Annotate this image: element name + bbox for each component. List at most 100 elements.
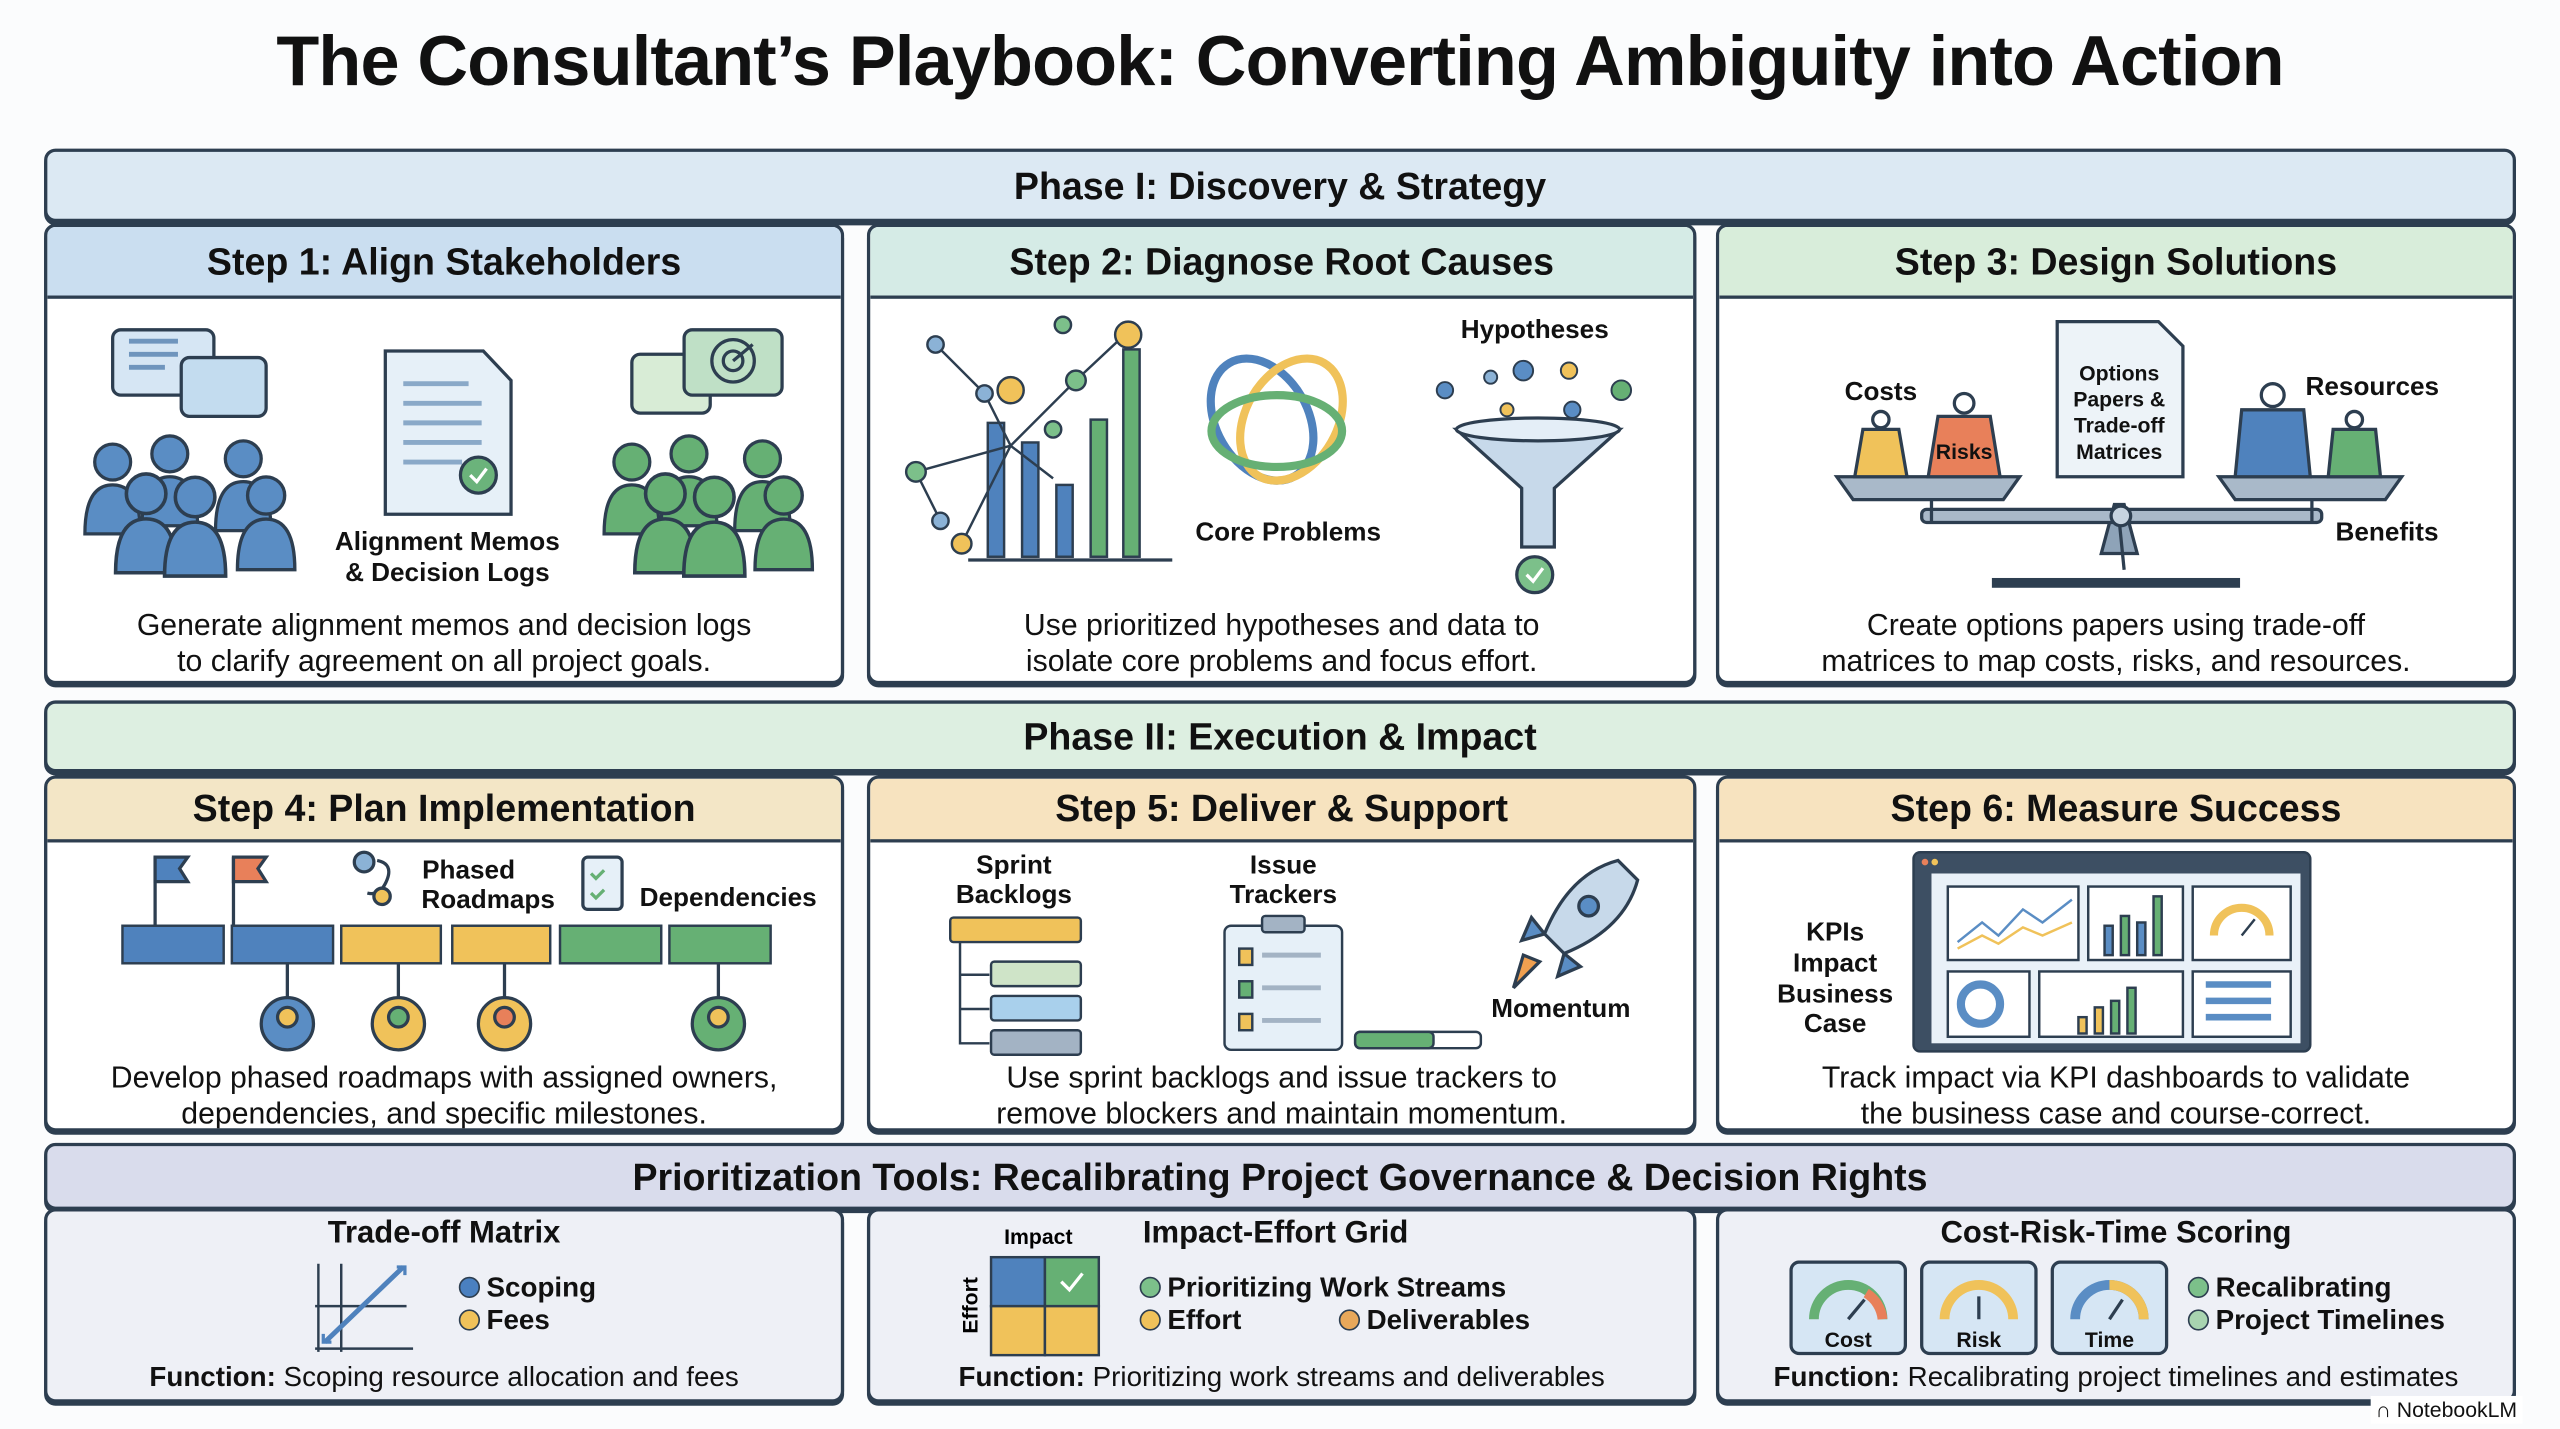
risk-gauge-icon: Risk xyxy=(1920,1260,2038,1356)
cycle-icon xyxy=(352,850,392,907)
legend-dot xyxy=(1139,1276,1161,1298)
case-label: Case xyxy=(1804,1008,1866,1038)
flag-icons xyxy=(153,855,270,926)
function-text: Recalibrating project timelines and esti… xyxy=(1907,1361,2459,1393)
benefits-label: Benefits xyxy=(2335,516,2438,546)
memo-label-line2: & Decision Logs xyxy=(345,557,550,587)
legend-project-timelines: Project Timelines xyxy=(2187,1305,2445,1338)
desc-line: Develop phased roadmaps with assigned ow… xyxy=(110,1059,778,1094)
function-label: Function: xyxy=(149,1361,276,1393)
tool-title: Cost-Risk-Time Scoring xyxy=(1940,1216,2292,1251)
green-team-icon xyxy=(602,434,815,578)
phased-label: Phased xyxy=(422,854,515,884)
trackers-label: Trackers xyxy=(1230,879,1337,909)
step-4-title: Step 4: Plan Implementation xyxy=(47,778,841,843)
gauge-label: Time xyxy=(2085,1329,2134,1352)
legend-label: Fees xyxy=(486,1304,550,1336)
desc-line: Track impact via KPI dashboards to valid… xyxy=(1821,1059,2411,1094)
risks-weight-icon xyxy=(1926,391,2002,479)
desc-line: matrices to map costs, risks, and resour… xyxy=(1821,643,2411,678)
memo-label-line1: Alignment Memos xyxy=(335,526,560,556)
legend-dot xyxy=(2187,1276,2210,1298)
risks-label: Risks xyxy=(1936,441,1993,464)
impact-axis-label: Impact xyxy=(1004,1224,1073,1250)
checklist-icon xyxy=(581,855,624,912)
tools-banner: Prioritization Tools: Recalibrating Proj… xyxy=(44,1142,2516,1210)
step-5-title: Step 5: Deliver & Support xyxy=(870,778,1694,843)
function-text: Prioritizing work streams and deliverabl… xyxy=(1092,1361,1605,1393)
dependencies-label: Dependencies xyxy=(640,882,817,912)
desc-line: remove blockers and maintain momentum. xyxy=(996,1095,1568,1130)
cost-risk-time-card: Cost-Risk-Time Scoring Cost Risk Time Re… xyxy=(1715,1208,2516,1403)
tradeoff-matrix-card: Trade-off Matrix Scoping Fees Function: … xyxy=(44,1208,845,1403)
legend-deliverables: Deliverables xyxy=(1338,1305,1530,1338)
desc-line: Create options papers using trade-off xyxy=(1866,607,2366,642)
legend-dot xyxy=(1139,1309,1161,1331)
gauge-label: Risk xyxy=(1956,1329,2001,1352)
desc-line: Generate alignment memos and decision lo… xyxy=(136,607,752,642)
core-problems-label: Core Problems xyxy=(1195,516,1381,546)
kpi-dashboard-icon xyxy=(1912,851,2312,1053)
legend-label: Effort xyxy=(1167,1304,1242,1336)
knot-icon xyxy=(1206,354,1347,485)
stakeholders-illustration: Alignment Memos & Decision Logs xyxy=(83,328,815,587)
progress-bar xyxy=(1353,1030,1483,1050)
funnel-icon xyxy=(1452,416,1624,549)
step-1-card: Step 1: Align Stakeholders Alignment Mem… xyxy=(44,223,845,685)
rocket-icon xyxy=(1511,858,1640,989)
step-2-title: Step 2: Diagnose Root Causes xyxy=(870,226,1694,299)
gauge-label: Cost xyxy=(1825,1329,1872,1352)
blue-team-icon xyxy=(83,434,297,578)
costs-weight-icon xyxy=(1852,409,1909,479)
step-3-card: Step 3: Design Solutions Costs Risks Opt… xyxy=(1715,223,2516,685)
options-label-4: Matrices xyxy=(2076,441,2162,464)
tool-function: Function: Recalibrating project timeline… xyxy=(1719,1362,2512,1395)
timeline-bar xyxy=(121,924,772,965)
roadmaps-label: Roadmaps xyxy=(421,884,554,914)
step-1-title: Step 1: Align Stakeholders xyxy=(47,226,841,299)
function-label: Function: xyxy=(1773,1361,1900,1393)
momentum-label: Momentum xyxy=(1491,993,1630,1023)
phase-2-banner: Phase II: Execution & Impact xyxy=(44,700,2516,773)
resources-label: Resources xyxy=(2306,371,2440,401)
watermark-text: NotebookLM xyxy=(2396,1397,2518,1423)
step-6-title: Step 6: Measure Success xyxy=(1719,778,2513,843)
balance-scale-illustration: Costs Risks Options Papers & Trade-off M… xyxy=(1833,320,2440,588)
dashboard-illustration: KPIs Impact Business Case xyxy=(1777,851,2312,1053)
clipboard-icon xyxy=(1223,914,1344,1052)
impact-effort-grid-icon xyxy=(989,1255,1101,1357)
step-4-card: Step 4: Plan Implementation Phased Roadm… xyxy=(44,775,845,1132)
legend-label: Prioritizing Work Streams xyxy=(1167,1271,1507,1303)
benefits-weight-icon xyxy=(2326,409,2383,479)
sprint-label: Sprint xyxy=(976,849,1052,879)
function-label: Function: xyxy=(958,1361,1085,1393)
time-gauge-icon: Time xyxy=(2050,1260,2169,1356)
desc-line: Use prioritized hypotheses and data to xyxy=(1023,607,1540,642)
phase-1-banner: Phase I: Discovery & Strategy xyxy=(44,148,2516,223)
business-label: Business xyxy=(1777,978,1893,1008)
backlogs-label: Backlogs xyxy=(956,879,1072,909)
impact-effort-card: Impact-Effort Grid Impact Effort Priorit… xyxy=(866,1208,1697,1403)
kpis-label: KPIs xyxy=(1806,916,1864,946)
options-label-1: Options xyxy=(2079,362,2159,385)
document-icon xyxy=(383,349,513,516)
legend-label: Recalibrating xyxy=(2215,1271,2392,1303)
tool-title: Impact-Effort Grid xyxy=(1142,1216,1409,1251)
step-5-card: Step 5: Deliver & Support Sprint Backlog… xyxy=(866,775,1697,1132)
tool-title: Trade-off Matrix xyxy=(327,1216,561,1251)
backlog-stack-icon xyxy=(949,916,1083,1056)
options-label-2: Papers & xyxy=(2073,389,2165,412)
gauges-icon: Cost Risk Time xyxy=(1789,1260,2169,1356)
tool-function: Function: Prioritizing work streams and … xyxy=(870,1362,1693,1395)
desc-line: to clarify agreement on all project goal… xyxy=(177,643,712,678)
legend-dot xyxy=(458,1276,481,1298)
legend-scoping: Scoping xyxy=(458,1272,596,1305)
legend-dot xyxy=(458,1309,481,1331)
function-text: Scoping resource allocation and fees xyxy=(283,1361,739,1393)
tool-function: Function: Scoping resource allocation an… xyxy=(47,1362,840,1395)
hypotheses-label: Hypotheses xyxy=(1461,314,1609,344)
step-6-description: Track impact via KPI dashboards to valid… xyxy=(1719,1059,2512,1129)
chat-bubbles-icon xyxy=(111,328,268,418)
legend-dot xyxy=(1338,1309,1361,1331)
